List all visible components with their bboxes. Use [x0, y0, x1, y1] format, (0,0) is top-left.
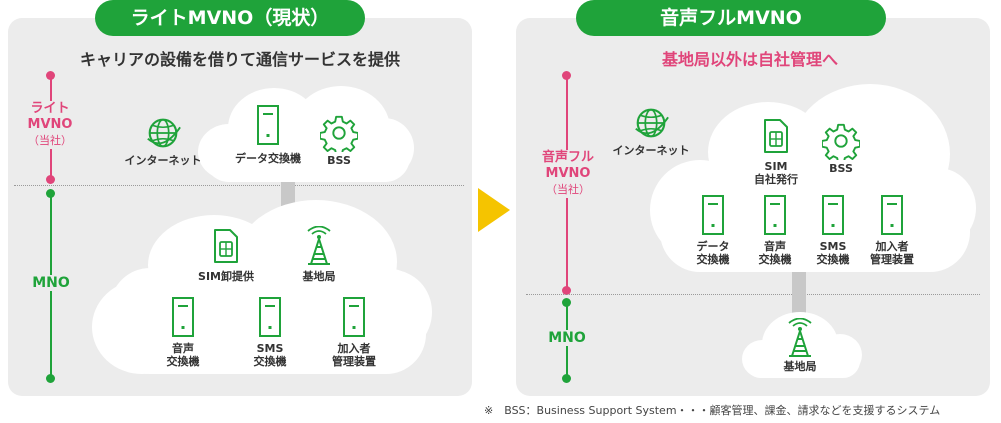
right-internet-label: インターネット [612, 144, 690, 157]
right-sms-switch: SMS 交換機 [806, 194, 860, 266]
right-subscriber-label-2: 管理装置 [870, 253, 914, 266]
right-voice-switch-label-2: 交換機 [758, 253, 792, 266]
server-icon [172, 297, 194, 337]
sim-card-icon [214, 229, 238, 263]
left-axis-top-line1: ライト [30, 101, 70, 116]
left-base-station-label: 基地局 [302, 270, 336, 283]
right-data-switch: データ 交換機 [686, 194, 740, 266]
left-sim: SIM卸提供 [188, 228, 264, 283]
globe-icon [635, 108, 669, 138]
server-icon [343, 297, 365, 337]
antenna-tower-icon [788, 318, 812, 357]
left-bss-label: BSS [327, 154, 351, 167]
left-axis-top-sub: （当社） [28, 134, 72, 147]
left-axis-top-label: ライト MVNO （当社） [14, 101, 86, 149]
left-subscriber: 加入者 管理装置 [322, 296, 386, 368]
right-axis-top-line2: MVNO [545, 166, 591, 181]
left-axis-bottom-dot [46, 374, 55, 383]
left-divider [14, 185, 464, 186]
right-axis-top-sub: （当社） [546, 183, 590, 196]
right-base-station: 基地局 [771, 318, 829, 373]
left-axis-mid-dot-green [46, 189, 55, 198]
right-axis-top-dot [562, 71, 571, 80]
left-data-switch-label: データ交換機 [235, 152, 301, 165]
right-subtitle: 基地局以外は自社管理へ [661, 50, 838, 69]
right-subscriber-label-1: 加入者 [875, 240, 909, 253]
left-sms-switch-label-2: 交換機 [253, 355, 287, 368]
left-subtitle: キャリアの設備を借りて通信サービスを提供 [79, 50, 400, 69]
left-connector [281, 176, 295, 206]
right-sim-label-1: SIM [764, 160, 788, 173]
left-internet: インターネット [118, 114, 208, 167]
right-bss: BSS [816, 122, 866, 175]
right-sms-switch-label-2: 交換機 [816, 253, 850, 266]
left-axis-mid-dot-pink [46, 175, 55, 184]
left-axis-bottom-label: MNO [22, 275, 80, 291]
right-divider [526, 294, 980, 295]
arrow-right-icon [478, 188, 510, 232]
server-icon [257, 105, 279, 145]
gear-icon [320, 115, 358, 152]
left-internet-label: インターネット [124, 154, 202, 167]
left-subscriber-label-2: 管理装置 [332, 355, 376, 368]
right-sms-switch-label-1: SMS [819, 240, 847, 253]
globe-icon [147, 118, 181, 148]
right-sim: SIM 自社発行 [746, 118, 806, 186]
right-data-switch-label-2: 交換機 [696, 253, 730, 266]
left-voice-switch: 音声 交換機 [158, 296, 208, 368]
right-bss-label: BSS [829, 162, 853, 175]
right-data-switch-label-1: データ [696, 240, 730, 253]
antenna-tower-icon [307, 226, 331, 265]
server-icon [881, 195, 903, 235]
left-axis-top-dot [46, 71, 55, 80]
footnote: ※ BSS：Business Support System・・・顧客管理、課金、… [484, 404, 941, 417]
server-icon [259, 297, 281, 337]
right-axis-mid-dot-green [562, 298, 571, 307]
server-icon [764, 195, 786, 235]
right-axis-bottom-label: MNO [538, 330, 596, 346]
right-axis-mid-dot-pink [562, 286, 571, 295]
right-voice-switch: 音声 交換機 [748, 194, 802, 266]
left-title: ライトMVNO（現状） [95, 0, 365, 36]
left-voice-switch-label-1: 音声 [172, 342, 194, 355]
sim-card-icon [764, 119, 788, 153]
left-sim-label: SIM卸提供 [198, 270, 254, 283]
right-base-station-label: 基地局 [783, 360, 817, 373]
left-subscriber-label-1: 加入者 [337, 342, 371, 355]
right-axis-top-line1: 音声フル [541, 150, 594, 165]
right-subscriber: 加入者 管理装置 [860, 194, 924, 266]
right-sim-label-2: 自社発行 [754, 173, 798, 186]
left-axis-top-line2: MVNO [27, 117, 73, 132]
gear-icon [822, 123, 860, 160]
left-sms-switch-label-1: SMS [256, 342, 284, 355]
right-title: 音声フルMVNO [576, 0, 886, 36]
left-base-station: 基地局 [290, 226, 348, 283]
right-connector [792, 270, 806, 320]
left-bss: BSS [314, 114, 364, 167]
right-axis-bottom-dot [562, 374, 571, 383]
left-voice-switch-label-2: 交換機 [166, 355, 200, 368]
left-data-switch: データ交換機 [228, 104, 308, 165]
left-sms-switch: SMS 交換機 [245, 296, 295, 368]
right-voice-switch-label-1: 音声 [764, 240, 786, 253]
server-icon [702, 195, 724, 235]
server-icon [822, 195, 844, 235]
right-axis-top-label: 音声フル MVNO （当社） [526, 150, 610, 198]
right-internet: インターネット [604, 104, 698, 157]
